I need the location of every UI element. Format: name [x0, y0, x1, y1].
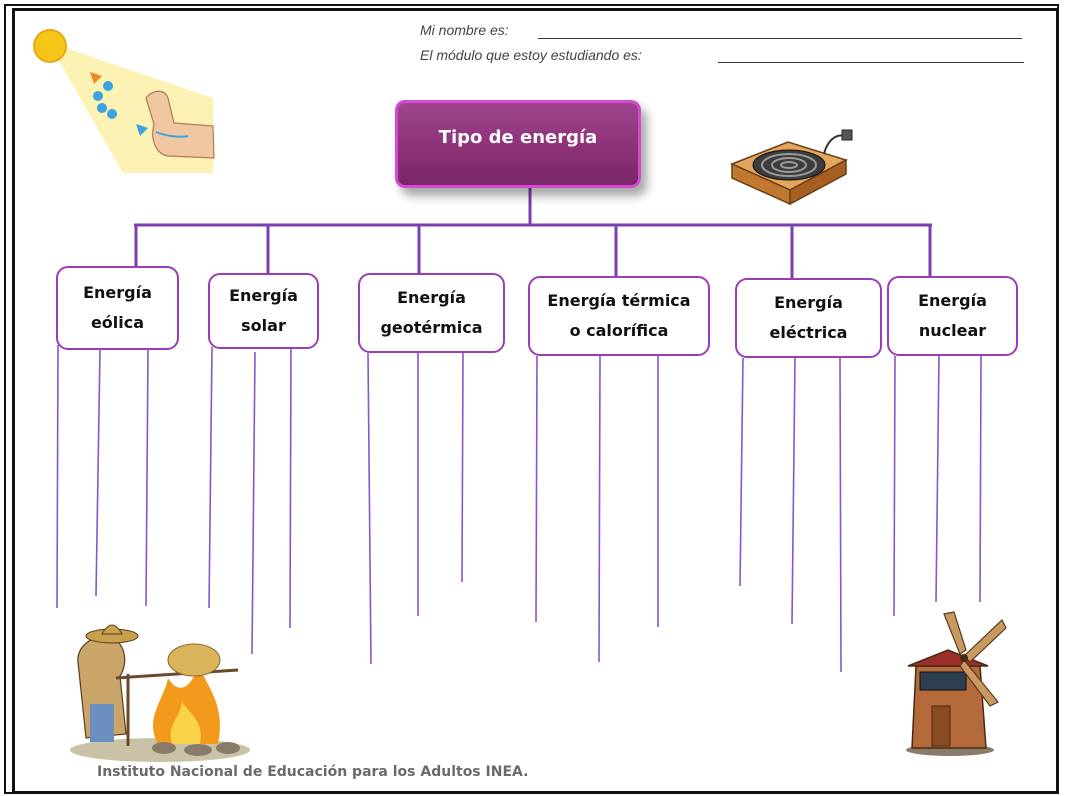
name-label: Mi nombre es: — [420, 22, 509, 38]
answer-line — [893, 355, 896, 617]
category-box-eolica: Energía eólica — [56, 266, 179, 350]
name-blank-line — [538, 38, 1022, 39]
category-box-nuclear: Energía nuclear — [887, 276, 1018, 356]
category-line1: Energía — [918, 291, 987, 310]
sun-arm-illustration — [33, 29, 215, 173]
answer-line — [598, 355, 601, 663]
category-line1: Energía — [83, 283, 152, 302]
answer-line — [95, 349, 101, 597]
electric-stove-illustration — [730, 129, 853, 206]
answer-line — [289, 346, 292, 629]
answer-line — [56, 344, 59, 609]
answer-line — [367, 352, 372, 665]
category-box-geotermica: Energía geotérmica — [358, 273, 505, 353]
category-line2: solar — [241, 316, 286, 335]
answer-line — [935, 355, 940, 603]
category-line1: Energía térmica — [547, 291, 691, 310]
answer-line — [461, 352, 464, 583]
category-box-solar: Energía solar — [208, 273, 319, 349]
category-line2: nuclear — [918, 321, 987, 340]
answer-line — [979, 355, 982, 603]
root-node-label: Tipo de energía — [438, 126, 598, 148]
answer-line — [208, 346, 213, 609]
category-line1: Energía — [229, 286, 298, 305]
campfire-roasting-illustration — [70, 624, 250, 762]
root-node: Tipo de energía — [395, 100, 641, 188]
category-line2: o calorífica — [569, 321, 669, 340]
module-label: El módulo que estoy estudiando es: — [420, 47, 642, 63]
category-line1: Energía — [774, 293, 843, 312]
answer-line — [145, 349, 149, 607]
answer-line — [739, 357, 744, 587]
answer-line — [839, 357, 842, 673]
answer-line — [535, 355, 538, 623]
footer-text: Instituto Nacional de Educación para los… — [97, 764, 529, 780]
category-line2: eléctrica — [769, 323, 848, 342]
category-box-electrica: Energía eléctrica — [735, 278, 882, 358]
module-blank-line — [718, 62, 1024, 63]
category-line2: geotérmica — [380, 318, 483, 337]
category-line2: eólica — [90, 313, 145, 332]
answer-line — [251, 351, 256, 655]
category-line1: Energía — [397, 288, 466, 307]
answer-line — [791, 357, 796, 625]
category-box-termica: Energía térmica o calorífica — [528, 276, 710, 356]
page-border-inner — [12, 8, 1059, 794]
windmill-illustration — [906, 611, 1007, 756]
